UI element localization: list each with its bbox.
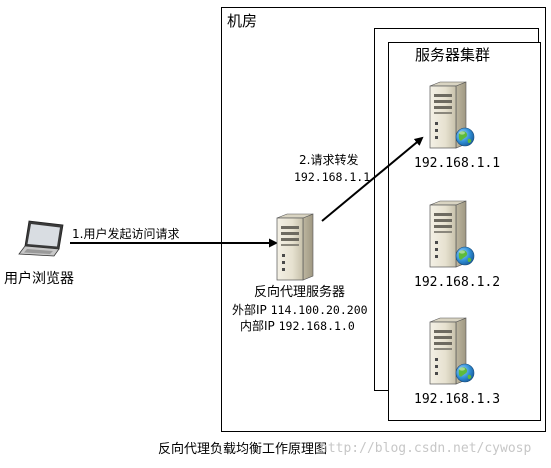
forward-arrow [321, 136, 424, 222]
proxy-external-ip: 114.100.20.200 [270, 303, 368, 317]
cluster-title: 服务器集群 [415, 46, 491, 64]
proxy-external-row: 外部IP 114.100.20.200 [232, 304, 368, 317]
server-2-ip: 192.168.1.2 [414, 275, 501, 290]
proxy-internal-label: 内部IP [240, 319, 275, 333]
proxy-internal-row: 内部IP 192.168.1.0 [240, 320, 355, 333]
proxy-internal-ip: 192.168.1.0 [278, 319, 355, 333]
forward-label: 2.请求转发 [299, 153, 359, 167]
machine-room-frame [221, 7, 546, 432]
proxy-server-icon [276, 213, 314, 281]
client-label: 用户浏览器 [4, 271, 74, 287]
server-3-ip: 192.168.1.3 [414, 392, 501, 407]
proxy-external-label: 外部IP [232, 303, 267, 317]
laptop-icon [18, 220, 64, 257]
server-1-ip: 192.168.1.1 [414, 156, 501, 171]
machine-room-title: 机房 [227, 12, 258, 30]
proxy-name: 反向代理服务器 [254, 285, 346, 300]
forward-ip: 192.168.1.1 [294, 170, 371, 184]
diagram-caption: 反向代理负载均衡工作原理图 [158, 442, 328, 457]
request-label: 1.用户发起访问请求 [72, 227, 180, 241]
watermark: http://blog.csdn.net/cywosp [320, 441, 532, 456]
